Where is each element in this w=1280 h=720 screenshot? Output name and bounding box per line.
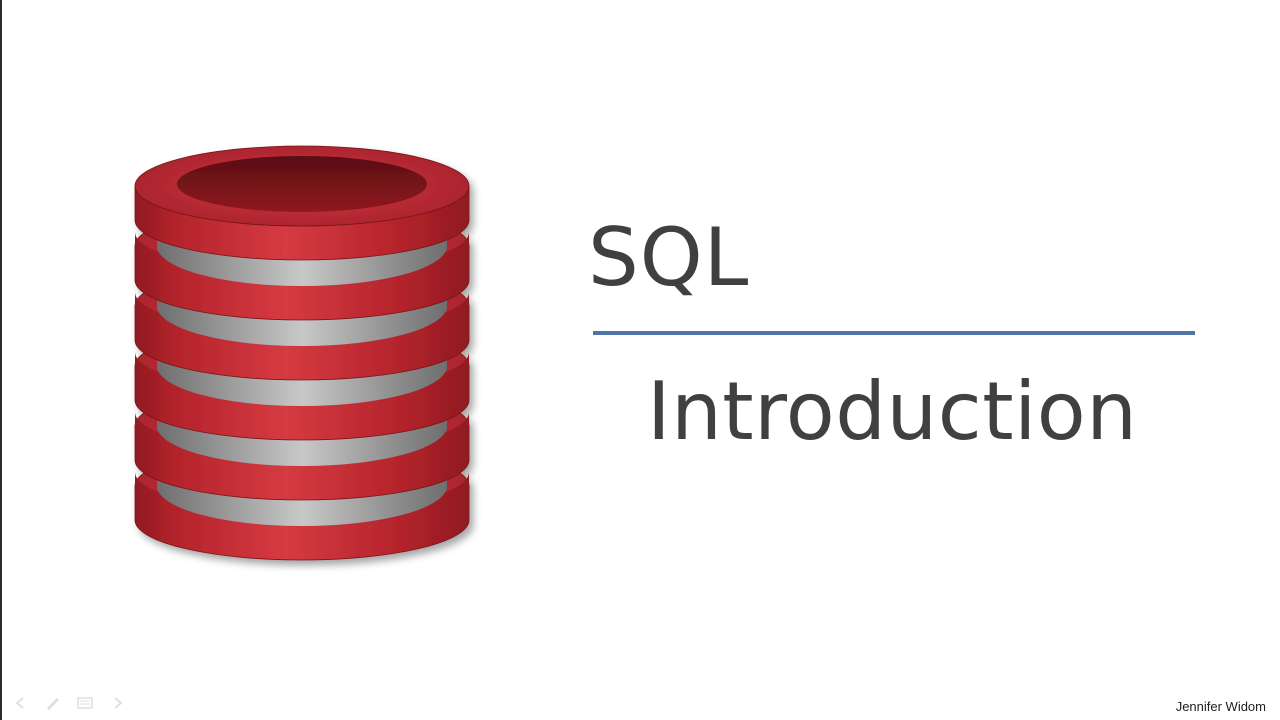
slideshow-controls bbox=[12, 696, 126, 710]
database-icon bbox=[134, 145, 470, 561]
slides-menu-icon[interactable] bbox=[76, 696, 94, 710]
disk-gap bbox=[157, 220, 447, 286]
disk-hole bbox=[177, 156, 427, 212]
slide-subtitle: Introduction bbox=[647, 365, 1138, 458]
disk-gap bbox=[157, 280, 447, 346]
next-slide-icon[interactable] bbox=[108, 696, 126, 710]
slide-title: SQL bbox=[588, 211, 750, 304]
disk-gap bbox=[157, 460, 447, 526]
previous-slide-icon[interactable] bbox=[12, 696, 30, 710]
disk-gap bbox=[157, 400, 447, 466]
pen-icon[interactable] bbox=[44, 696, 62, 710]
title-divider bbox=[593, 331, 1195, 335]
author-credit: Jennifer Widom bbox=[1175, 699, 1266, 714]
disk-gap bbox=[157, 340, 447, 406]
